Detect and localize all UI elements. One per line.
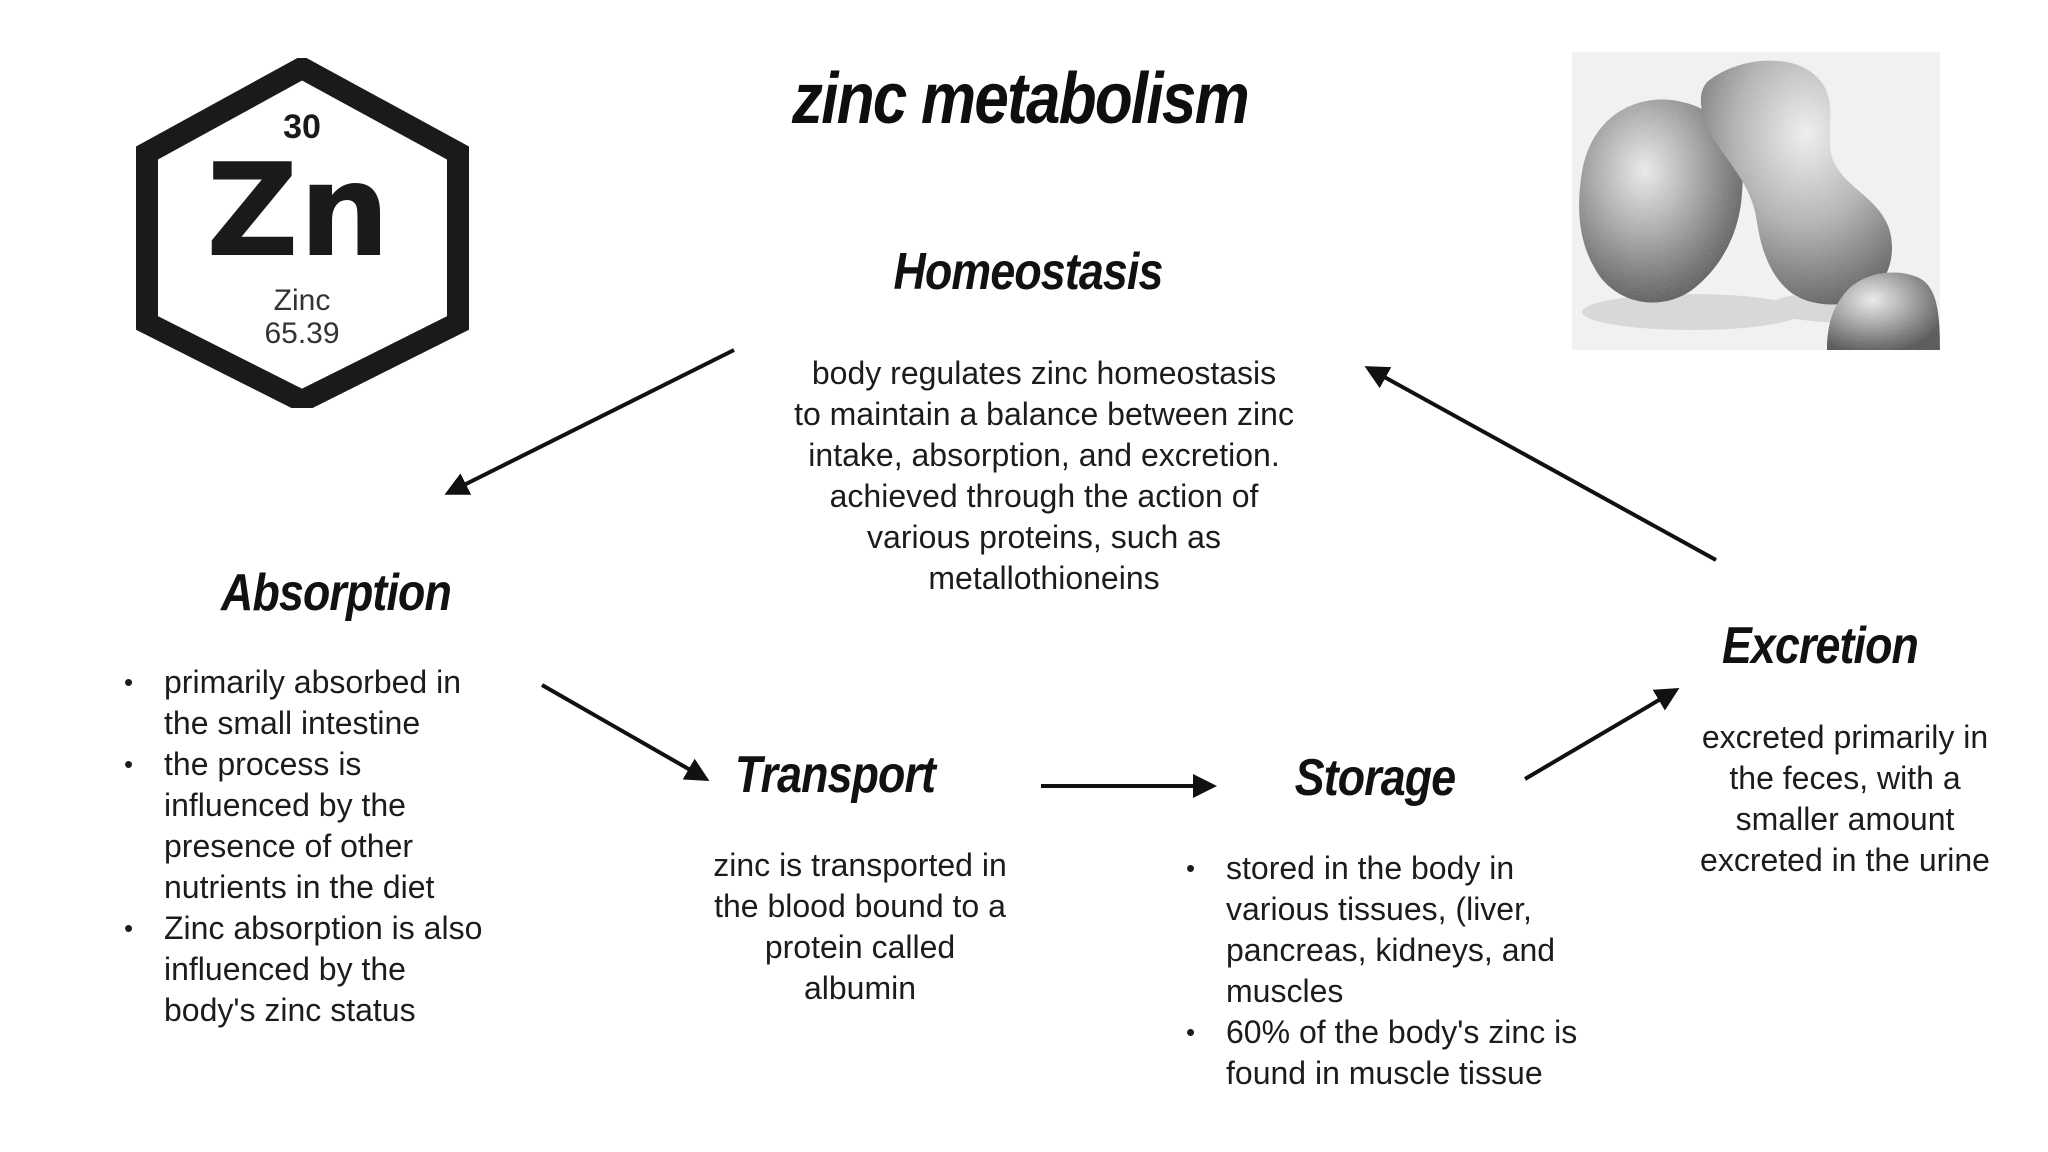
bullet-line: muscles xyxy=(1226,973,1344,1009)
zinc-nuggets-photo xyxy=(1572,52,1940,350)
excretion-description: excreted primarily in the feces, with a … xyxy=(1660,717,2030,881)
homeostasis-line: metallothioneins xyxy=(928,560,1160,596)
transport-line: protein called xyxy=(764,929,956,965)
element-name: Zinc xyxy=(274,284,331,317)
transport-line: albumin xyxy=(803,970,917,1006)
homeostasis-line: body regulates zinc homeostasis xyxy=(811,355,1277,391)
storage-bullet-list: stored in the body in various tissues, (… xyxy=(1186,848,1646,1094)
bullet-line: nutrients in the diet xyxy=(164,869,435,905)
absorption-heading: Absorption xyxy=(221,564,452,622)
bullet-line: 60% of the body's zinc is xyxy=(1226,1014,1578,1050)
arrow-excretion-to-homeostasis xyxy=(1364,366,1717,562)
atomic-number: 30 xyxy=(283,108,321,146)
diagram-title: zinc metabolism xyxy=(792,59,1250,139)
homeostasis-description: body regulates zinc homeostasis to maint… xyxy=(744,353,1344,599)
bullet-line: influenced by the xyxy=(164,787,406,823)
excretion-line: excreted in the urine xyxy=(1700,842,1990,878)
bullet-line: the process is xyxy=(164,746,362,782)
absorption-bullet: primarily absorbed in the small intestin… xyxy=(124,662,554,744)
transport-description: zinc is transported in the blood bound t… xyxy=(680,845,1040,1009)
bullet-line: influenced by the xyxy=(164,951,406,987)
storage-bullet: 60% of the body's zinc is found in muscl… xyxy=(1186,1012,1646,1094)
arrow-homeostasis-to-absorption xyxy=(444,348,735,495)
bullet-line: found in muscle tissue xyxy=(1226,1055,1543,1091)
homeostasis-line: achieved through the action of xyxy=(829,478,1259,514)
excretion-line: the feces, with a xyxy=(1729,760,1961,796)
bullet-line: primarily absorbed in xyxy=(164,664,462,700)
bullet-line: Zinc absorption is also xyxy=(164,910,483,946)
bullet-line: the small intestine xyxy=(164,705,421,741)
excretion-line: excreted primarily in xyxy=(1701,719,1989,755)
excretion-heading: Excretion xyxy=(1721,617,1919,675)
zinc-nuggets-image xyxy=(1572,52,1940,350)
storage-heading: Storage xyxy=(1294,749,1456,807)
homeostasis-line: to maintain a balance between zinc xyxy=(794,396,1294,432)
element-mass: 65.39 xyxy=(264,317,339,350)
absorption-bullet: the process is influenced by the presenc… xyxy=(124,744,554,908)
bullet-line: presence of other xyxy=(164,828,414,864)
bullet-line: pancreas, kidneys, and xyxy=(1226,932,1556,968)
arrow-storage-to-excretion xyxy=(1523,687,1680,781)
transport-line: the blood bound to a xyxy=(714,888,1006,924)
homeostasis-line: intake, absorption, and excretion. xyxy=(808,437,1280,473)
homeostasis-line: various proteins, such as xyxy=(867,519,1221,555)
absorption-bullet: Zinc absorption is also influenced by th… xyxy=(124,908,554,1031)
bullet-line: stored in the body in xyxy=(1226,850,1515,886)
element-symbol: Zn xyxy=(206,137,390,286)
transport-line: zinc is transported in xyxy=(713,847,1007,883)
storage-bullet: stored in the body in various tissues, (… xyxy=(1186,848,1646,1012)
arrow-absorption-to-transport xyxy=(541,683,710,781)
bullet-line: body's zinc status xyxy=(164,992,416,1028)
bullet-line: various tissues, (liver, xyxy=(1226,891,1532,927)
absorption-bullet-list: primarily absorbed in the small intestin… xyxy=(124,662,554,1031)
excretion-line: smaller amount xyxy=(1735,801,1955,837)
zinc-element-badge: 30 Zn Zinc 65.39 xyxy=(136,58,469,408)
hexagon-frame xyxy=(136,58,469,408)
transport-heading: Transport xyxy=(734,746,936,804)
homeostasis-heading: Homeostasis xyxy=(893,243,1164,301)
